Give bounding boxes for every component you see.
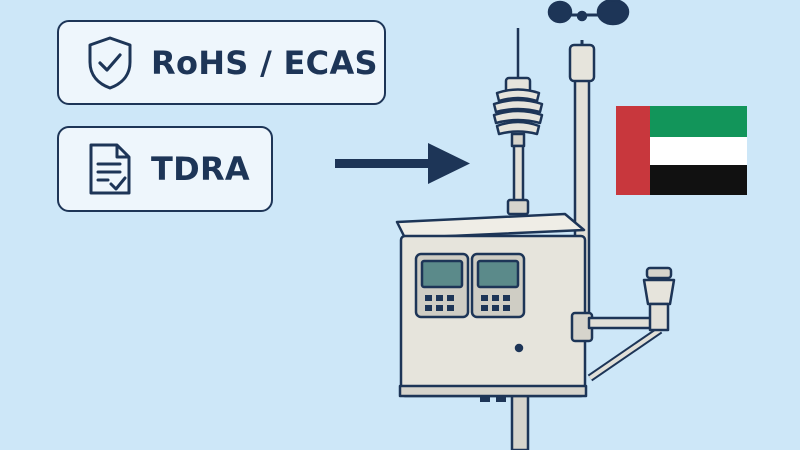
- tdra-badge: TDRA: [57, 126, 273, 212]
- document-check-icon: [87, 142, 133, 196]
- tdra-label: TDRA: [151, 150, 250, 188]
- weather-station-icon: [395, 0, 676, 450]
- rohs-ecas-label: RoHS / ECAS: [151, 43, 378, 82]
- arrow-right-icon: [335, 143, 470, 184]
- uae-flag-icon: [616, 106, 747, 195]
- shield-check-icon: [87, 36, 133, 90]
- rohs-ecas-badge: RoHS / ECAS: [57, 20, 386, 105]
